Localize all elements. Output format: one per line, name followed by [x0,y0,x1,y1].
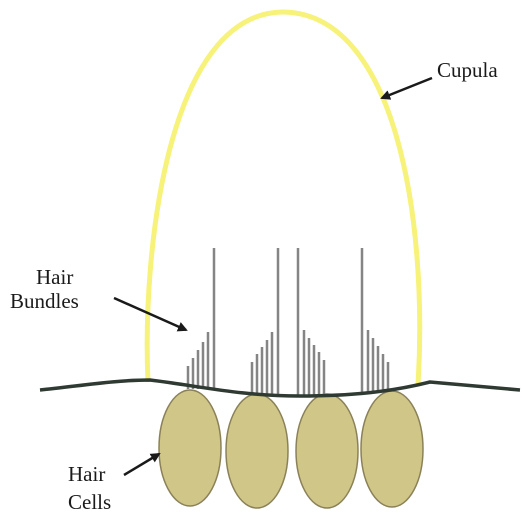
hair-cells-group [159,390,423,508]
hair-bundles-label-line2: Bundles [10,289,79,313]
cupula-outline [147,12,420,385]
hair-cells-label-line2: Cells [68,490,111,514]
cupula-arrow [382,78,432,98]
hair-bundles-label-line1: Hair [36,265,73,289]
hair-cells-label-line1: Hair [68,462,105,486]
hair-cells-arrow [124,454,159,475]
hair-cell [361,391,423,507]
membrane-line [40,380,520,396]
hair-cell [226,394,288,508]
cupula-label: Cupula [437,58,498,82]
hair-cell [159,390,221,506]
hair-bundles-group [188,248,388,395]
hair-cell [296,394,358,508]
